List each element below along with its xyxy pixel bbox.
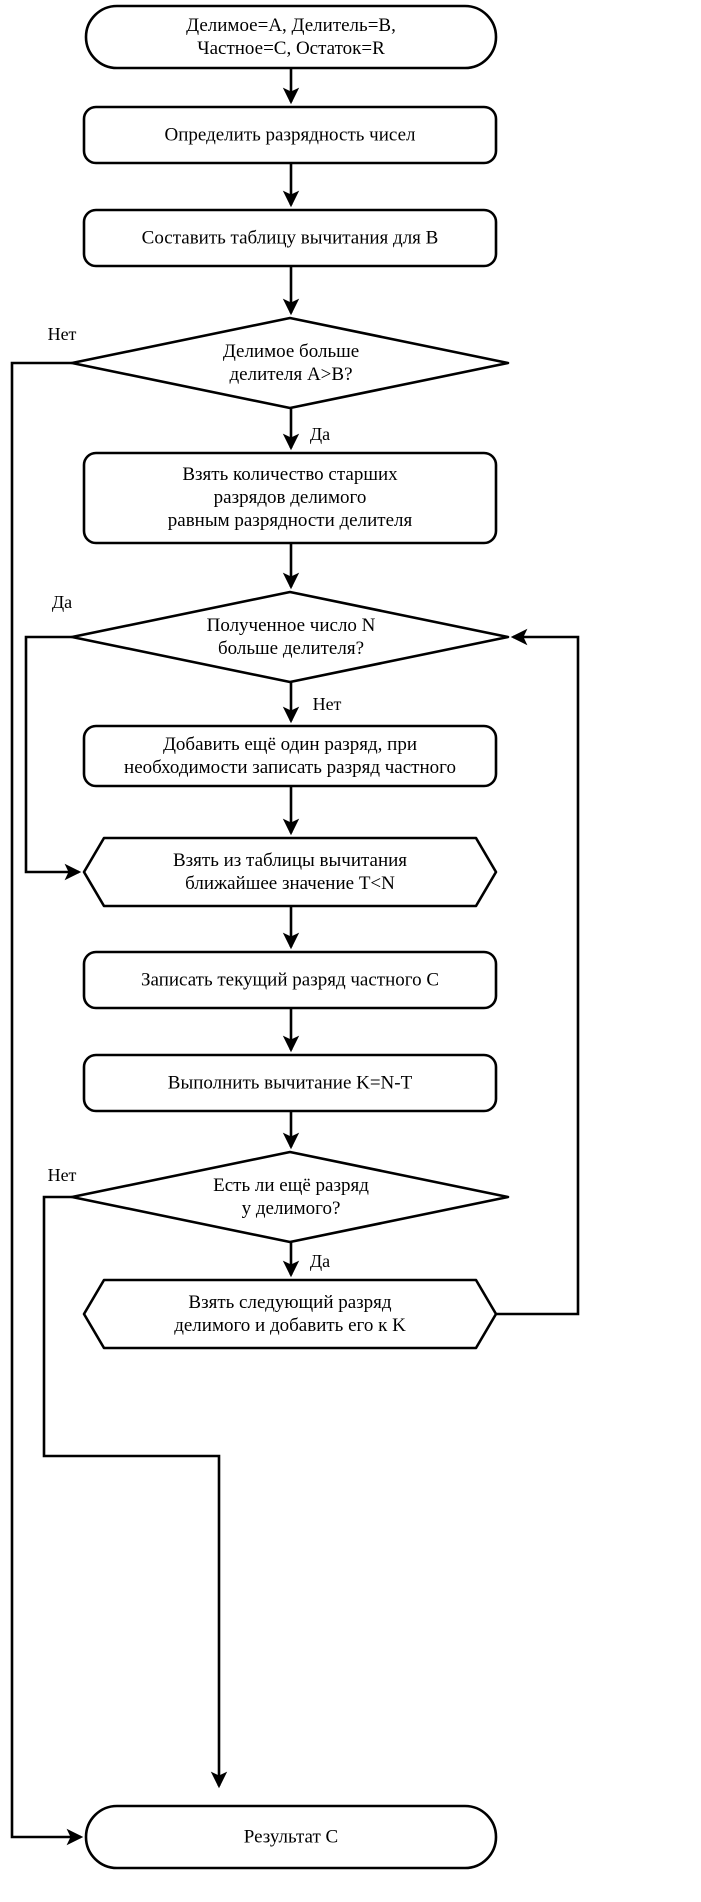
node-result-shape [84, 1804, 498, 1870]
node-dec-a-gt-b-shape [70, 316, 510, 410]
node-take-next-digit-shape [82, 1278, 498, 1350]
node-add-digit-shape [82, 724, 498, 788]
node-start-shape [84, 4, 498, 70]
node-write-quotient-digit-shape [82, 950, 498, 1010]
node-dec-n-gt-divisor-shape [70, 590, 510, 684]
edge-decmore-no-to-result [42, 1195, 228, 1789]
node-take-from-table-shape [82, 836, 498, 908]
edge-takenext-to-decn [496, 628, 580, 1316]
node-build-table-shape [82, 208, 498, 268]
edge-decn-yes-to-takefromtable [24, 635, 82, 881]
node-take-high-digits-shape [82, 451, 498, 545]
edge-decagtb-no-to-result [10, 361, 84, 1846]
node-do-subtraction-shape [82, 1053, 498, 1113]
node-dec-more-digits-shape [70, 1150, 510, 1244]
node-determine-digits-shape [82, 105, 498, 165]
